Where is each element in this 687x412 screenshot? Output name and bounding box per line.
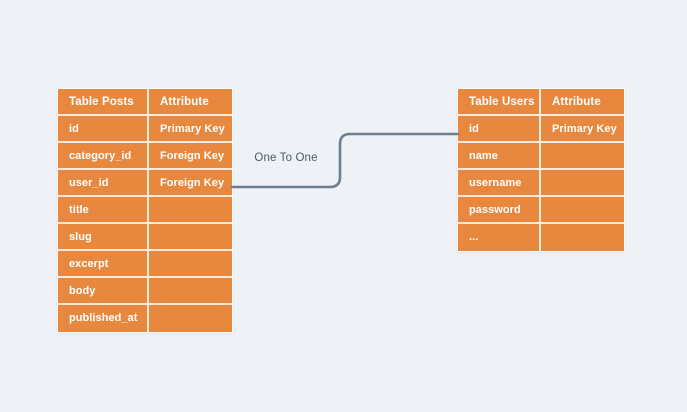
table-header-row: Table Posts Attribute (58, 89, 232, 116)
field-attribute (541, 224, 624, 251)
field-name: published_at (58, 305, 149, 332)
table-row[interactable]: password (458, 197, 624, 224)
table-row[interactable]: slug (58, 224, 232, 251)
field-name: password (458, 197, 541, 224)
column-header-name: Table Posts (58, 89, 149, 116)
field-attribute (541, 197, 624, 224)
table-row[interactable]: published_at (58, 305, 232, 332)
field-attribute (541, 143, 624, 170)
field-attribute (149, 305, 232, 332)
field-attribute: Foreign Key (149, 143, 232, 170)
entity-table-users[interactable]: Table Users Attribute id Primary Key nam… (458, 89, 624, 251)
field-name: username (458, 170, 541, 197)
field-attribute (149, 197, 232, 224)
table-row[interactable]: ... (458, 224, 624, 251)
field-attribute: Foreign Key (149, 170, 232, 197)
field-name: ... (458, 224, 541, 251)
field-attribute (149, 251, 232, 278)
table-header-row: Table Users Attribute (458, 89, 624, 116)
field-attribute: Primary Key (541, 116, 624, 143)
field-attribute: Primary Key (149, 116, 232, 143)
field-name: excerpt (58, 251, 149, 278)
column-header-name: Table Users (458, 89, 541, 116)
table-row[interactable]: username (458, 170, 624, 197)
table-row[interactable]: category_id Foreign Key (58, 143, 232, 170)
column-header-attribute: Attribute (541, 89, 624, 116)
field-name: category_id (58, 143, 149, 170)
table-row[interactable]: excerpt (58, 251, 232, 278)
field-name: id (58, 116, 149, 143)
field-attribute (541, 170, 624, 197)
entity-table-posts[interactable]: Table Posts Attribute id Primary Key cat… (58, 89, 232, 332)
field-name: body (58, 278, 149, 305)
table-row[interactable]: title (58, 197, 232, 224)
table-row[interactable]: id Primary Key (458, 116, 624, 143)
table-row[interactable]: user_id Foreign Key (58, 170, 232, 197)
field-name: title (58, 197, 149, 224)
table-row[interactable]: name (458, 143, 624, 170)
column-header-attribute: Attribute (149, 89, 232, 116)
relationship-label: One To One (254, 152, 318, 164)
table-row[interactable]: id Primary Key (58, 116, 232, 143)
field-attribute (149, 224, 232, 251)
table-row[interactable]: body (58, 278, 232, 305)
field-name: user_id (58, 170, 149, 197)
field-name: id (458, 116, 541, 143)
field-name: name (458, 143, 541, 170)
field-attribute (149, 278, 232, 305)
field-name: slug (58, 224, 149, 251)
